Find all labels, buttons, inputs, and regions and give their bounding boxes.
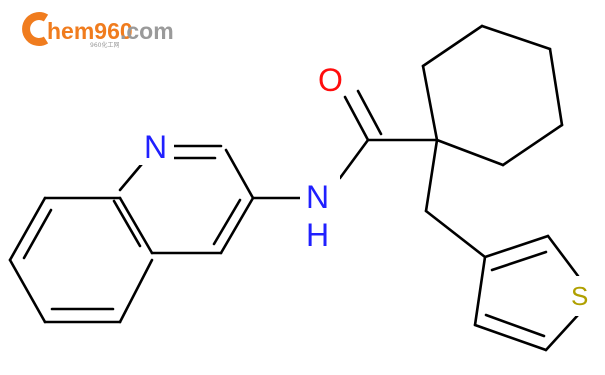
logo-brand-suffix: .com (120, 18, 174, 44)
thiophene-sulfur-label: S (571, 281, 588, 311)
bonds (8, 24, 580, 352)
logo-subtitle: 960化工网 (90, 41, 119, 49)
chem960-logo: hem960 .com 960化工网 (22, 12, 174, 49)
quinoline-nitrogen-label: N (144, 129, 167, 165)
logo-c-icon (22, 12, 49, 46)
logo-brand-text: hem960 (47, 18, 133, 44)
amide-hydrogen-label: H (306, 217, 329, 253)
atom-labels: N N H O S (138, 62, 594, 316)
amide-nitrogen-label: N (306, 179, 329, 215)
carbonyl-oxygen-label: O (318, 62, 343, 98)
